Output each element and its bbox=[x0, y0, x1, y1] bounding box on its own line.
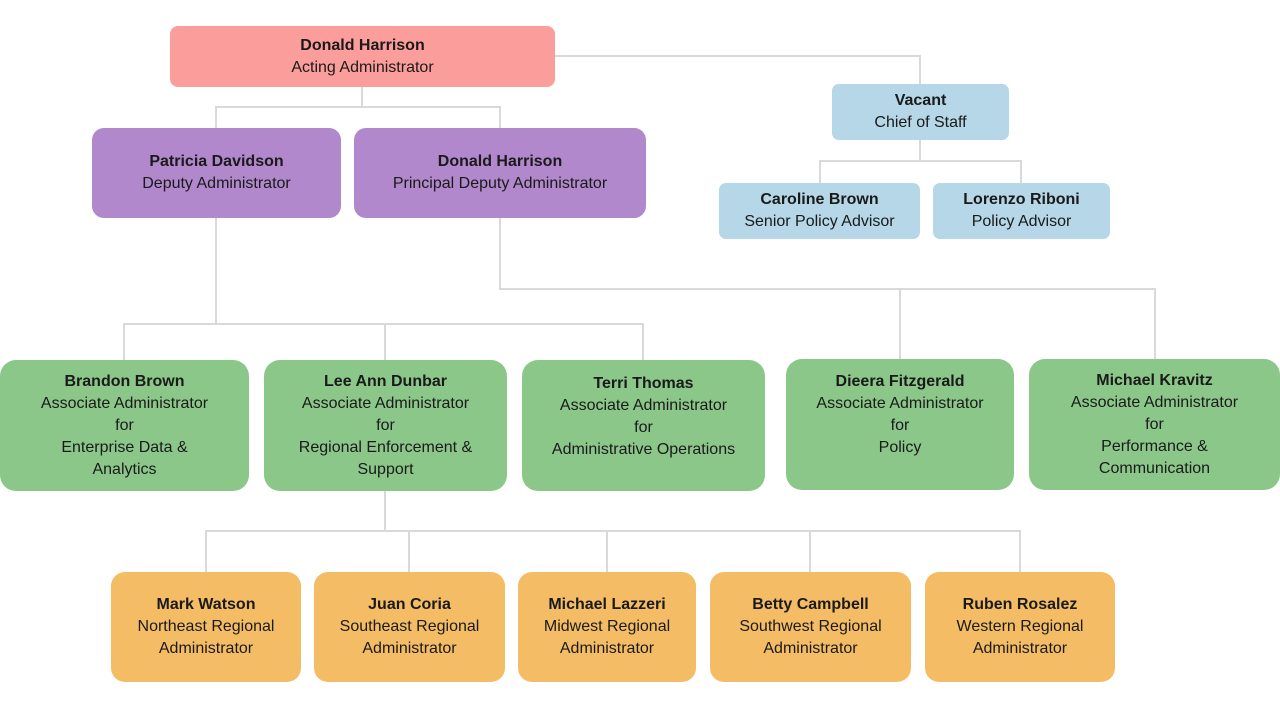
advisor-name: Caroline Brown bbox=[760, 191, 879, 208]
regional-name: Michael Lazzeri bbox=[548, 596, 666, 613]
regional-box: Ruben Rosalez Western Regional Administr… bbox=[925, 572, 1115, 682]
associate-name: Dieera Fitzgerald bbox=[835, 373, 965, 390]
associate-name: Lee Ann Dunbar bbox=[324, 372, 447, 390]
deputy-box: Patricia Davidson Deputy Administrator bbox=[92, 128, 341, 218]
chief-of-staff-box: Vacant Chief of Staff bbox=[832, 84, 1009, 140]
advisor-name: Lorenzo Riboni bbox=[963, 191, 1080, 208]
associate-name: Brandon Brown bbox=[64, 372, 185, 390]
regional-name: Ruben Rosalez bbox=[962, 596, 1078, 613]
connector-chief-to-advisors bbox=[819, 140, 921, 183]
advisor-title: Policy Advisor bbox=[971, 213, 1072, 230]
associate-title: Associate Administrator for Policy bbox=[816, 395, 984, 456]
regional-title: Southeast Regional Administrator bbox=[339, 618, 480, 657]
administrator-name: Donald Harrison bbox=[300, 36, 425, 54]
deputy-name: Patricia Davidson bbox=[149, 153, 284, 170]
associate-name: Terri Thomas bbox=[593, 375, 694, 392]
associate-title: Associate Administrator for Enterprise D… bbox=[40, 394, 209, 478]
regional-box: Michael Lazzeri Midwest Regional Adminis… bbox=[518, 572, 696, 682]
regional-title: Midwest Regional Administrator bbox=[543, 618, 671, 657]
regional-title: Western Regional Administrator bbox=[956, 618, 1084, 657]
associate-box: Brandon Brown Associate Administrator fo… bbox=[0, 360, 249, 491]
associate-box: Dieera Fitzgerald Associate Administrato… bbox=[786, 359, 1014, 490]
administrator-box: Donald Harrison Acting Administrator bbox=[170, 26, 555, 87]
associate-name: Michael Kravitz bbox=[1096, 371, 1213, 389]
associate-title: Associate Administrator for Performance … bbox=[1070, 393, 1239, 477]
regional-box: Juan Coria Southeast Regional Administra… bbox=[314, 572, 505, 682]
connector-principal-to-associates bbox=[499, 218, 1156, 359]
deputy-title: Principal Deputy Administrator bbox=[392, 175, 608, 192]
chief-of-staff-title: Chief of Staff bbox=[874, 114, 967, 131]
chief-of-staff-name: Vacant bbox=[894, 92, 947, 109]
connector-chief-to-policy-advisor bbox=[920, 160, 1022, 183]
connector-admin-to-principal bbox=[362, 106, 501, 128]
regional-name: Juan Coria bbox=[368, 596, 451, 613]
connector-admin-to-chief bbox=[555, 55, 921, 84]
associate-box: Lee Ann Dunbar Associate Administrator f… bbox=[264, 360, 507, 491]
deputy-name: Donald Harrison bbox=[437, 153, 563, 170]
connector-associates-bus-left bbox=[123, 323, 644, 360]
regional-box: Mark Watson Northeast Regional Administr… bbox=[111, 572, 301, 682]
deputy-title: Deputy Administrator bbox=[142, 175, 291, 192]
regional-name: Betty Campbell bbox=[752, 596, 869, 613]
advisor-title: Senior Policy Advisor bbox=[744, 213, 895, 230]
associate-title: Associate Administrator for Regional Enf… bbox=[298, 394, 473, 478]
associate-box: Terri Thomas Associate Administrator for… bbox=[522, 360, 765, 491]
deputy-box: Donald Harrison Principal Deputy Adminis… bbox=[354, 128, 646, 218]
administrator-title: Acting Administrator bbox=[291, 58, 434, 76]
connector-admin-to-deputies bbox=[215, 87, 363, 128]
regional-title: Northeast Regional Administrator bbox=[137, 618, 275, 657]
regional-name: Mark Watson bbox=[156, 596, 256, 613]
advisor-box: Lorenzo Riboni Policy Advisor bbox=[933, 183, 1110, 239]
connector-regionals-bus bbox=[205, 530, 1021, 572]
regional-title: Southwest Regional Administrator bbox=[739, 618, 882, 657]
associate-title: Associate Administrator for Administrati… bbox=[551, 397, 736, 458]
regional-box: Betty Campbell Southwest Regional Admini… bbox=[710, 572, 911, 682]
associate-box: Michael Kravitz Associate Administrator … bbox=[1029, 359, 1280, 490]
advisor-box: Caroline Brown Senior Policy Advisor bbox=[719, 183, 920, 239]
